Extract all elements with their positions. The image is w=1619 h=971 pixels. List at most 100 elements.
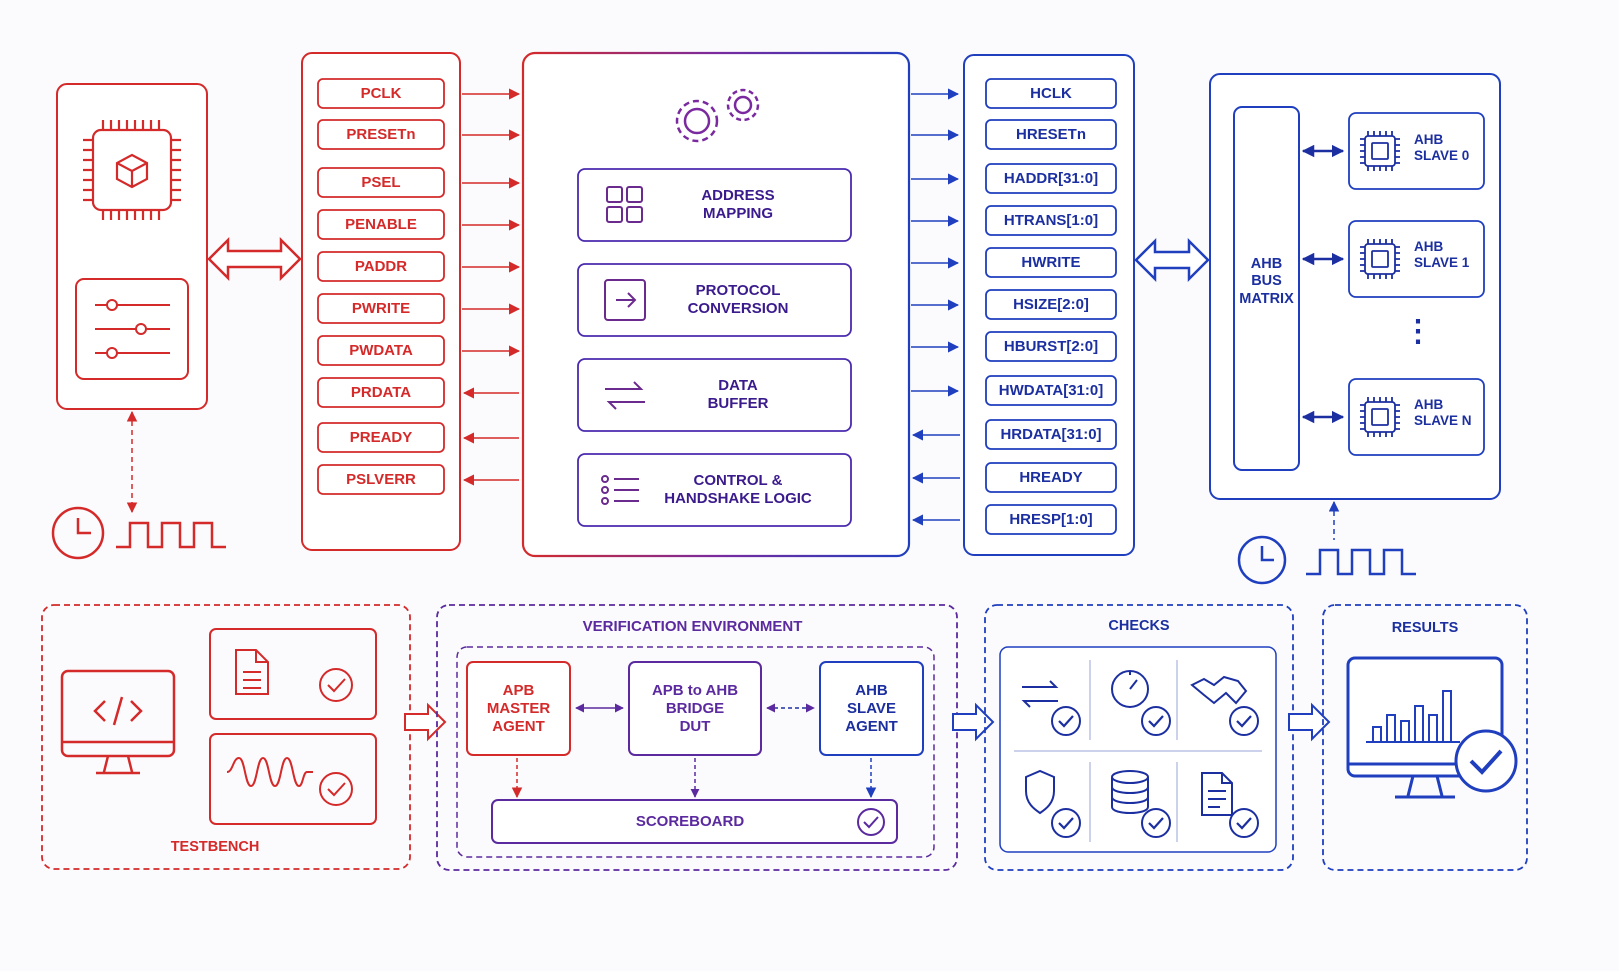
scoreboard-label: SCOREBOARD bbox=[635, 813, 745, 830]
code-monitor-icon bbox=[60, 669, 176, 775]
protocol-check-icon bbox=[1021, 680, 1081, 736]
ahb-signal-box bbox=[985, 205, 1117, 236]
bridge-block bbox=[577, 168, 852, 242]
ahb-signal-box bbox=[985, 504, 1117, 535]
arrow-box-icon bbox=[604, 279, 646, 321]
apb-signal-label: PRESETn bbox=[346, 125, 416, 143]
matrix-line2: BUS bbox=[1251, 273, 1282, 290]
dut-line3: DUT bbox=[679, 717, 711, 735]
results-monitor-icon bbox=[1346, 656, 1518, 799]
results-title: RESULTS bbox=[1391, 620, 1459, 637]
apb-signal-box bbox=[317, 167, 445, 198]
ahb-signal-label: HRESETn bbox=[1015, 125, 1086, 143]
apb-signal-box bbox=[317, 335, 445, 366]
apb-signal-box bbox=[317, 119, 445, 150]
ahb-signal-box bbox=[985, 419, 1117, 450]
testbench-label: TESTBENCH bbox=[170, 839, 260, 856]
matrix-line1: AHB bbox=[1250, 255, 1283, 272]
apb-signal-label: PWDATA bbox=[349, 341, 413, 359]
ahb-signal-label: HTRANS[1:0] bbox=[1003, 211, 1099, 229]
result-bar bbox=[1372, 726, 1382, 743]
result-bar bbox=[1414, 705, 1424, 743]
ahb-slave-box bbox=[1348, 112, 1485, 190]
slave-chip-icon bbox=[1360, 397, 1400, 437]
address-mapping-block: ADDRESS MAPPING bbox=[648, 183, 828, 227]
apb-signal-label: PREADY bbox=[349, 428, 413, 446]
more-slaves-ellipsis: ⋮ bbox=[1403, 315, 1433, 348]
block-line2: CONVERSION bbox=[687, 300, 789, 317]
ahb-signal-label: HADDR[31:0] bbox=[1003, 169, 1099, 187]
ahb-signal-label: HRESP[1:0] bbox=[1009, 510, 1093, 528]
env-to-checks-arrow bbox=[952, 702, 995, 742]
document-check-icon bbox=[209, 628, 377, 720]
matrix-line3: MATRIX bbox=[1239, 290, 1294, 307]
agent-line2: MASTER bbox=[486, 699, 551, 717]
ahb-signal-box bbox=[985, 289, 1117, 320]
slave-line1: AHB bbox=[1414, 397, 1444, 412]
data-integrity-check-icon bbox=[1111, 770, 1171, 838]
block-line2: MAPPING bbox=[702, 205, 773, 222]
ahb-signal-label: HCLK bbox=[1030, 84, 1072, 102]
ahb-signal-label: HWRITE bbox=[1021, 253, 1081, 271]
slave-line1: AHB bbox=[1414, 239, 1444, 254]
sliders-icon bbox=[75, 278, 189, 380]
apb-master-agent bbox=[466, 661, 571, 756]
apb-double-arrow bbox=[207, 236, 302, 282]
result-bar bbox=[1400, 720, 1410, 743]
ahb-signal-box bbox=[985, 247, 1117, 278]
result-bar bbox=[1428, 714, 1438, 743]
scoreboard-check-icon bbox=[857, 808, 885, 836]
ahb-slave-1: AHB SLAVE 1 bbox=[1414, 239, 1480, 279]
report-check-icon bbox=[1201, 772, 1259, 838]
square-wave-icon bbox=[1306, 548, 1416, 576]
slave-line2: SLAVE N bbox=[1414, 413, 1472, 429]
ahb-slave-box bbox=[1348, 220, 1485, 298]
slave-line1: AHB bbox=[1414, 132, 1444, 147]
apb-master-agent-label: APB MASTER AGENT bbox=[467, 662, 570, 755]
checks-to-results-arrow bbox=[1288, 702, 1331, 742]
ahb-slaves bbox=[1301, 112, 1485, 456]
slave-chip-icon bbox=[1360, 131, 1400, 171]
testbench-panel bbox=[41, 604, 411, 870]
apb-master-panel bbox=[56, 83, 208, 410]
ahb-slave-agent-label: AHB SLAVE AGENT bbox=[820, 662, 923, 755]
apb-signal-label: PADDR bbox=[354, 257, 408, 275]
ahb-bus-matrix bbox=[1233, 106, 1300, 471]
result-bar bbox=[1386, 714, 1396, 743]
verification-env-panel bbox=[436, 604, 958, 871]
bridge-dut-label: APB to AHB BRIDGE DUT bbox=[629, 662, 761, 755]
ahb-slave-agent bbox=[819, 661, 924, 756]
bridge-block bbox=[577, 358, 852, 432]
gears-icon bbox=[675, 88, 760, 143]
ahb-slave-n: AHB SLAVE N bbox=[1414, 397, 1480, 437]
clock-icon bbox=[1237, 535, 1287, 585]
square-wave-icon bbox=[116, 521, 226, 549]
checks-title: CHECKS bbox=[1108, 618, 1170, 635]
bridge-dut bbox=[628, 661, 762, 756]
security-check-icon bbox=[1025, 769, 1081, 838]
slave-line2: SLAVE 1 bbox=[1414, 255, 1470, 271]
block-line1: DATA bbox=[718, 377, 758, 394]
clock-icon bbox=[51, 506, 105, 560]
bridge-block bbox=[577, 453, 852, 527]
apb-signal-label: PRDATA bbox=[350, 383, 412, 401]
grid-icon bbox=[606, 186, 643, 223]
list-icon bbox=[601, 475, 639, 505]
timing-check-icon bbox=[1111, 670, 1171, 736]
chip-icon bbox=[83, 120, 181, 220]
apb-signal-box bbox=[317, 78, 445, 109]
testbench-to-env-arrow bbox=[404, 702, 447, 742]
apb-signal-box bbox=[317, 377, 445, 408]
ahb-signal-label: HWDATA[31:0] bbox=[998, 381, 1104, 399]
result-bar bbox=[1442, 690, 1452, 743]
agent-line3: AGENT bbox=[492, 717, 545, 735]
ahb-bus-matrix-label: AHB BUS MATRIX bbox=[1234, 247, 1299, 317]
ahb-signal-arrows bbox=[911, 88, 960, 526]
dut-line1: APB to AHB bbox=[651, 681, 739, 699]
ahb-signal-label: HSIZE[2:0] bbox=[1013, 295, 1089, 313]
handshake-check-icon bbox=[1190, 675, 1259, 736]
data-buffer-block: DATA BUFFER bbox=[648, 373, 828, 417]
block-line2: HANDSHAKE LOGIC bbox=[664, 490, 812, 507]
